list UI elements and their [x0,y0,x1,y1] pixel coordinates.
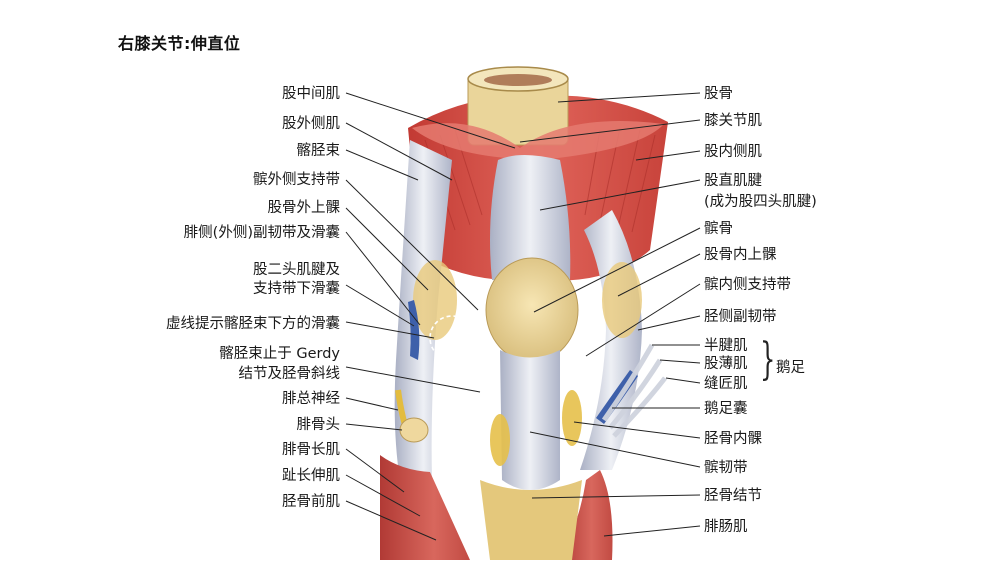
label-fibular-collateral-ligament: 腓侧(外侧)副韧带及滑囊 [183,225,340,241]
page-title: 右膝关节:伸直位 [118,34,241,53]
label-tibial-collateral-ligament: 胫侧副韧带 [704,309,777,325]
label-dashed-bursa: 虚线提示髂胫束下方的滑囊 [166,316,340,332]
quadriceps-tendon [490,155,571,280]
label-fibula-head: 腓骨头 [296,417,341,433]
label-gracilis: 股薄肌 [704,356,748,372]
patellar-ligament [500,350,560,490]
patella [485,257,579,363]
label-tibialis-anterior: 胫骨前肌 [282,494,340,510]
label-semitendinosus: 半腱肌 [704,338,748,354]
label-lateral-patellar-retinaculum: 髌外侧支持带 [253,172,340,188]
label-pes-anserinus-bursa: 鹅足囊 [704,401,748,417]
pes-anserinus-brace: } [760,334,776,385]
leader-lines-left [345,92,516,541]
lower-leg-lateral-muscles [380,455,470,560]
label-gastrocnemius: 腓肠肌 [704,519,748,535]
label-extensor-digitorum-longus: 趾长伸肌 [282,468,340,484]
label-biceps-femoris-1: 股二头肌腱及 [253,262,340,278]
label-sartorius: 缝匠肌 [704,376,748,392]
tibia [480,480,582,560]
label-patellar-ligament: 髌韧带 [704,460,748,476]
label-vastus-medialis: 股内侧肌 [704,144,762,160]
label-gerdy-2: 结节及胫骨斜线 [238,366,341,382]
label-rectus-femoris-tendon: 股直肌腱 [704,173,762,189]
label-vastus-lateralis: 股外侧肌 [282,116,340,132]
label-quadriceps-tendon: (成为股四头肌腱) [704,194,817,210]
label-iliotibial-tract: 髂胫束 [296,143,341,159]
label-gerdy-1: 髂胫束止于 Gerdy [219,346,340,362]
label-tibial-tuberosity: 胫骨结节 [704,488,762,504]
label-lateral-epicondyle: 股骨外上髁 [267,200,341,216]
label-medial-tibial-condyle: 胫骨内髁 [704,431,762,447]
label-medial-patellar-retinaculum: 髌内侧支持带 [704,277,791,293]
label-patella: 髌骨 [704,221,733,237]
label-medial-epicondyle: 股骨内上髁 [704,247,777,263]
leader-lines-right [519,92,701,537]
label-articularis-genus: 膝关节肌 [704,113,762,129]
iliotibial-bursa-dashed [429,315,475,361]
label-biceps-femoris-2: 支持带下滑囊 [253,281,340,297]
fibula-head [399,417,429,443]
bursa-lateral [408,300,420,360]
label-common-peroneal-nerve: 腓总神经 [282,391,340,407]
label-femur: 股骨 [704,86,733,102]
label-vastus-intermedius: 股中间肌 [282,86,340,102]
label-pes-anserinus: 鹅足 [776,360,805,376]
label-peroneus-longus: 腓骨长肌 [282,442,340,458]
